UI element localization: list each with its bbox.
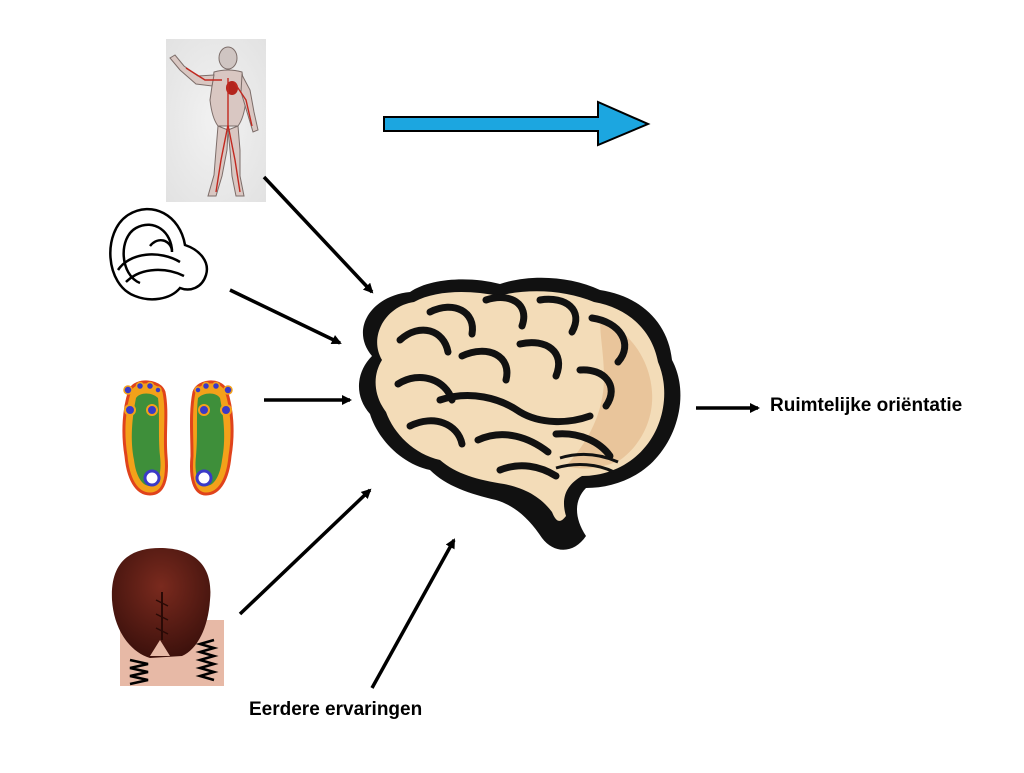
arrow-ear-to-brain [229,288,342,345]
input-arrows [229,175,760,689]
neck-proprioception-icon [111,548,224,686]
big-blue-arrow [383,100,651,147]
foot-pressure-map-icon [122,380,234,496]
brain-icon [358,277,681,550]
inner-ear-icon [109,207,209,301]
output-label: Ruimtelijke oriëntatie [770,395,963,416]
arrow-body-to-brain [262,175,374,294]
arrow-memory-to-brain [370,538,456,689]
human-body-circulation-icon [166,39,266,202]
arrow-neck-to-brain [238,488,372,616]
memory-label: Eerdere ervaringen [249,699,423,720]
